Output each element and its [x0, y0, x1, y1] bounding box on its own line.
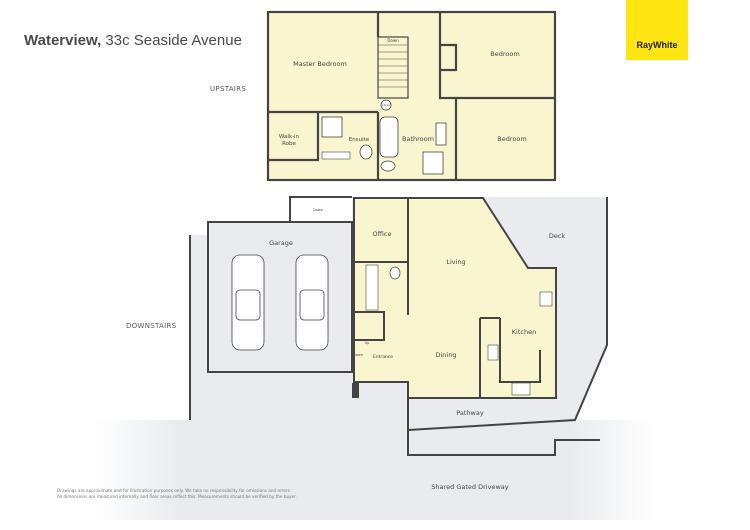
- room-kitchen: Kitchen: [512, 328, 536, 336]
- room-ensuite: Ensuite: [349, 137, 370, 143]
- upstairs-labels: Master Bedroom Walk-in Robe Ensuite Bath…: [279, 38, 527, 147]
- raywhite-logo: RayWhite: [626, 0, 688, 60]
- stairs-down-label-garage: Down: [313, 208, 323, 212]
- room-garage: Garage: [269, 239, 293, 247]
- stairs-up-label: Up: [365, 341, 371, 345]
- room-robe: Robe: [282, 141, 296, 147]
- room-bedroom-2: Bedroom: [497, 135, 526, 143]
- title-rest: 33c Seaside Avenue: [101, 32, 242, 49]
- driveway-label: Shared Gated Driveway: [431, 483, 508, 491]
- upstairs-outline: [266, 10, 557, 182]
- room-bathroom: Bathroom: [402, 135, 434, 143]
- page-title: Waterview, 33c Seaside Avenue: [24, 32, 242, 49]
- logo-text: RayWhite: [636, 40, 678, 50]
- downstairs-labels: Garage Office Living Deck Kitchen Dining…: [269, 208, 565, 491]
- pathway-label: Pathway: [456, 409, 484, 417]
- room-dining: Dining: [436, 351, 457, 359]
- room-entrance: Entrance: [373, 354, 393, 360]
- room-office: Office: [373, 230, 392, 238]
- downstairs-plan: [95, 196, 655, 520]
- upstairs-label: UPSTAIRS: [210, 85, 247, 93]
- linen-label: Linen: [382, 103, 390, 107]
- room-walk-in: Walk-in: [279, 134, 300, 140]
- stairs: [377, 36, 409, 99]
- downstairs-label: DOWNSTAIRS: [126, 322, 177, 330]
- stairs-down-label-entrance: Down: [353, 353, 363, 357]
- disclaimer-line-1: Drawings are approximate and for illustr…: [57, 488, 292, 493]
- stairs-down-label: Down: [387, 38, 399, 43]
- room-living: Living: [446, 258, 465, 266]
- room-master-bedroom: Master Bedroom: [293, 60, 347, 68]
- title-bold: Waterview,: [24, 32, 102, 49]
- upstairs-plan: [266, 10, 557, 182]
- disclaimer: Drawings are approximate and for illustr…: [57, 488, 297, 500]
- garage-cars: [231, 254, 329, 351]
- disclaimer-line-2: All dimensions are measured internally a…: [57, 494, 297, 499]
- room-bedroom-1: Bedroom: [490, 50, 519, 58]
- room-deck: Deck: [549, 232, 566, 240]
